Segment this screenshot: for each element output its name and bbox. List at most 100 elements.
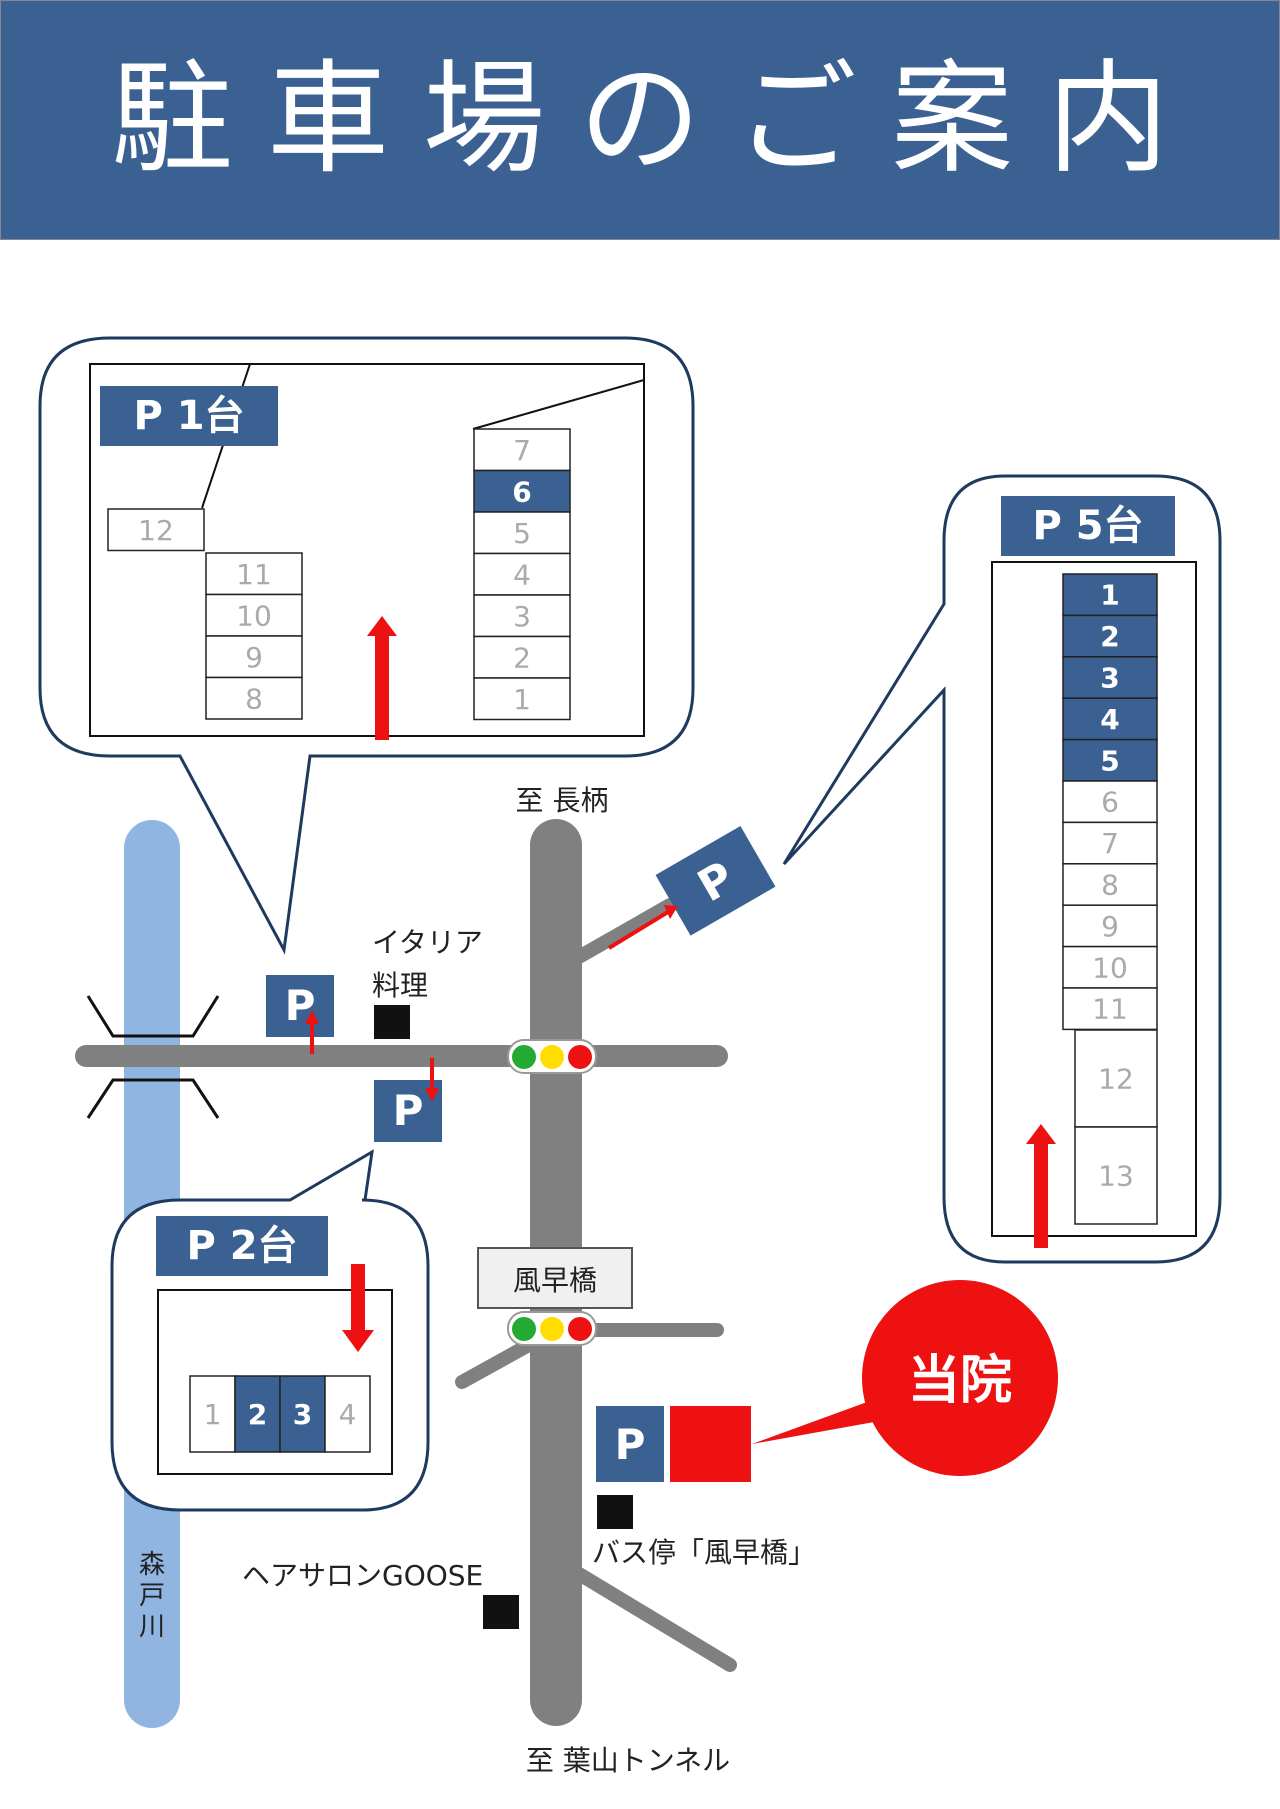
p1-slot-3: 3 — [473, 594, 571, 638]
p5-slot-12: 12 — [1074, 1029, 1158, 1128]
p1-label-box — [100, 386, 278, 446]
p5-slot-11: 11 — [1062, 987, 1158, 1031]
svg-text:5: 5 — [513, 517, 531, 550]
p5-label-box — [1001, 496, 1175, 556]
p2-label-box — [156, 1216, 328, 1276]
page-title: 駐車場のご案内 — [111, 48, 1203, 190]
p5-label: P 5台 — [1032, 503, 1143, 549]
p5-slot-9: 9 — [1062, 904, 1158, 948]
svg-text:11: 11 — [236, 558, 272, 591]
p1-slot-1: 1 — [473, 677, 571, 721]
italian-restaurant-marker — [374, 1005, 410, 1039]
svg-text:3: 3 — [293, 1398, 312, 1431]
svg-text:4: 4 — [1100, 703, 1119, 736]
svg-text:P: P — [393, 1086, 424, 1135]
p1-slot-4: 4 — [473, 552, 571, 596]
p2-direction-arrow — [351, 1264, 365, 1330]
direction-hayama-tunnel: 至 葉山トンネル — [526, 1744, 730, 1777]
side-road-p5 — [549, 898, 677, 977]
direction-nagara: 至 長柄 — [516, 784, 609, 817]
traffic-signal-1 — [507, 1039, 597, 1074]
p2-label: P 2台 — [186, 1223, 297, 1269]
p1-slot-12: 12 — [107, 508, 205, 552]
svg-text:2: 2 — [1100, 620, 1119, 653]
clinic-building — [670, 1406, 751, 1482]
svg-text:4: 4 — [339, 1398, 357, 1431]
svg-text:P: P — [615, 1420, 646, 1469]
svg-text:7: 7 — [513, 434, 531, 467]
clinic-label: 当院 — [908, 1351, 1012, 1411]
svg-text:1: 1 — [513, 683, 531, 716]
p2-slot-2: 2 — [234, 1375, 281, 1453]
bus-stop-label: バス停「風早橋」 — [592, 1536, 816, 1569]
p5-slot-6: 6 — [1062, 780, 1158, 824]
svg-text:9: 9 — [245, 641, 263, 674]
parking-sign-clinic[interactable]: P — [596, 1406, 664, 1482]
clinic-bubble — [862, 1280, 1058, 1476]
svg-text:6: 6 — [512, 475, 531, 508]
svg-text:1: 1 — [1100, 579, 1119, 612]
p5-slot-2: 2 — [1062, 614, 1158, 658]
svg-text:8: 8 — [245, 682, 263, 715]
svg-text:川: 川 — [139, 1612, 165, 1642]
p2-slot-3: 3 — [279, 1375, 326, 1453]
p5-slot-13: 13 — [1074, 1126, 1158, 1225]
p1-slot-6: 6 — [473, 469, 571, 513]
p5-slot-1: 1 — [1062, 573, 1158, 617]
parking-sign-p5[interactable]: P — [655, 826, 776, 936]
p1-slot-7: 7 — [473, 428, 571, 472]
bus-stop-marker — [597, 1495, 633, 1529]
svg-text:11: 11 — [1092, 993, 1128, 1026]
svg-text:4: 4 — [513, 558, 531, 591]
bridge-mark — [86, 995, 220, 1119]
p5-slot-8: 8 — [1062, 863, 1158, 906]
svg-text:6: 6 — [1101, 786, 1119, 819]
p5-slot-10: 10 — [1062, 945, 1158, 989]
svg-text:2: 2 — [248, 1398, 267, 1431]
hair-salon-marker — [483, 1595, 519, 1629]
side-road-south — [549, 1553, 737, 1672]
svg-text:3: 3 — [1100, 662, 1119, 695]
italian-restaurant-label-1: イタリア — [372, 926, 483, 959]
hair-salon-label: ヘアサロンGOOSE — [242, 1559, 483, 1592]
p1-slot-10: 10 — [205, 593, 303, 637]
p2-slot-4: 4 — [324, 1375, 371, 1453]
bridge-label-box: 風早橋 — [477, 1247, 633, 1309]
italian-restaurant-label-2: 料理 — [372, 969, 428, 1002]
traffic-signal-2 — [507, 1311, 597, 1346]
svg-text:10: 10 — [1092, 951, 1128, 984]
svg-text:2: 2 — [513, 641, 531, 674]
p1-label: P 1台 — [133, 393, 244, 439]
svg-text:8: 8 — [1101, 869, 1119, 902]
bridge-label: 風早橋 — [513, 1264, 597, 1297]
p1-slot-2: 2 — [473, 635, 571, 679]
svg-text:9: 9 — [1101, 910, 1119, 943]
p5-entry-arrow — [607, 910, 670, 950]
p1-slot-8: 8 — [205, 676, 303, 720]
svg-text:10: 10 — [236, 599, 272, 632]
p1-direction-arrow — [375, 636, 389, 740]
svg-text:12: 12 — [138, 514, 174, 547]
p5-slot-7: 7 — [1062, 821, 1158, 865]
svg-text:1: 1 — [204, 1398, 222, 1431]
river-label: 森 戸 川 — [139, 1550, 165, 1642]
p5-direction-arrow — [1034, 1144, 1048, 1248]
svg-text:森: 森 — [139, 1550, 165, 1580]
p5-slot-4: 4 — [1062, 697, 1158, 741]
svg-text:13: 13 — [1098, 1160, 1134, 1193]
svg-text:5: 5 — [1100, 744, 1119, 777]
svg-text:7: 7 — [1101, 827, 1119, 860]
p5-slot-3: 3 — [1062, 656, 1158, 699]
p5-slot-5: 5 — [1062, 738, 1158, 782]
svg-text:戸: 戸 — [139, 1581, 165, 1611]
parking-sign-p1[interactable]: P — [266, 975, 334, 1037]
header-banner — [0, 0, 1280, 240]
p1-slot-5: 5 — [473, 511, 571, 555]
p1-slot-9: 9 — [205, 635, 303, 679]
